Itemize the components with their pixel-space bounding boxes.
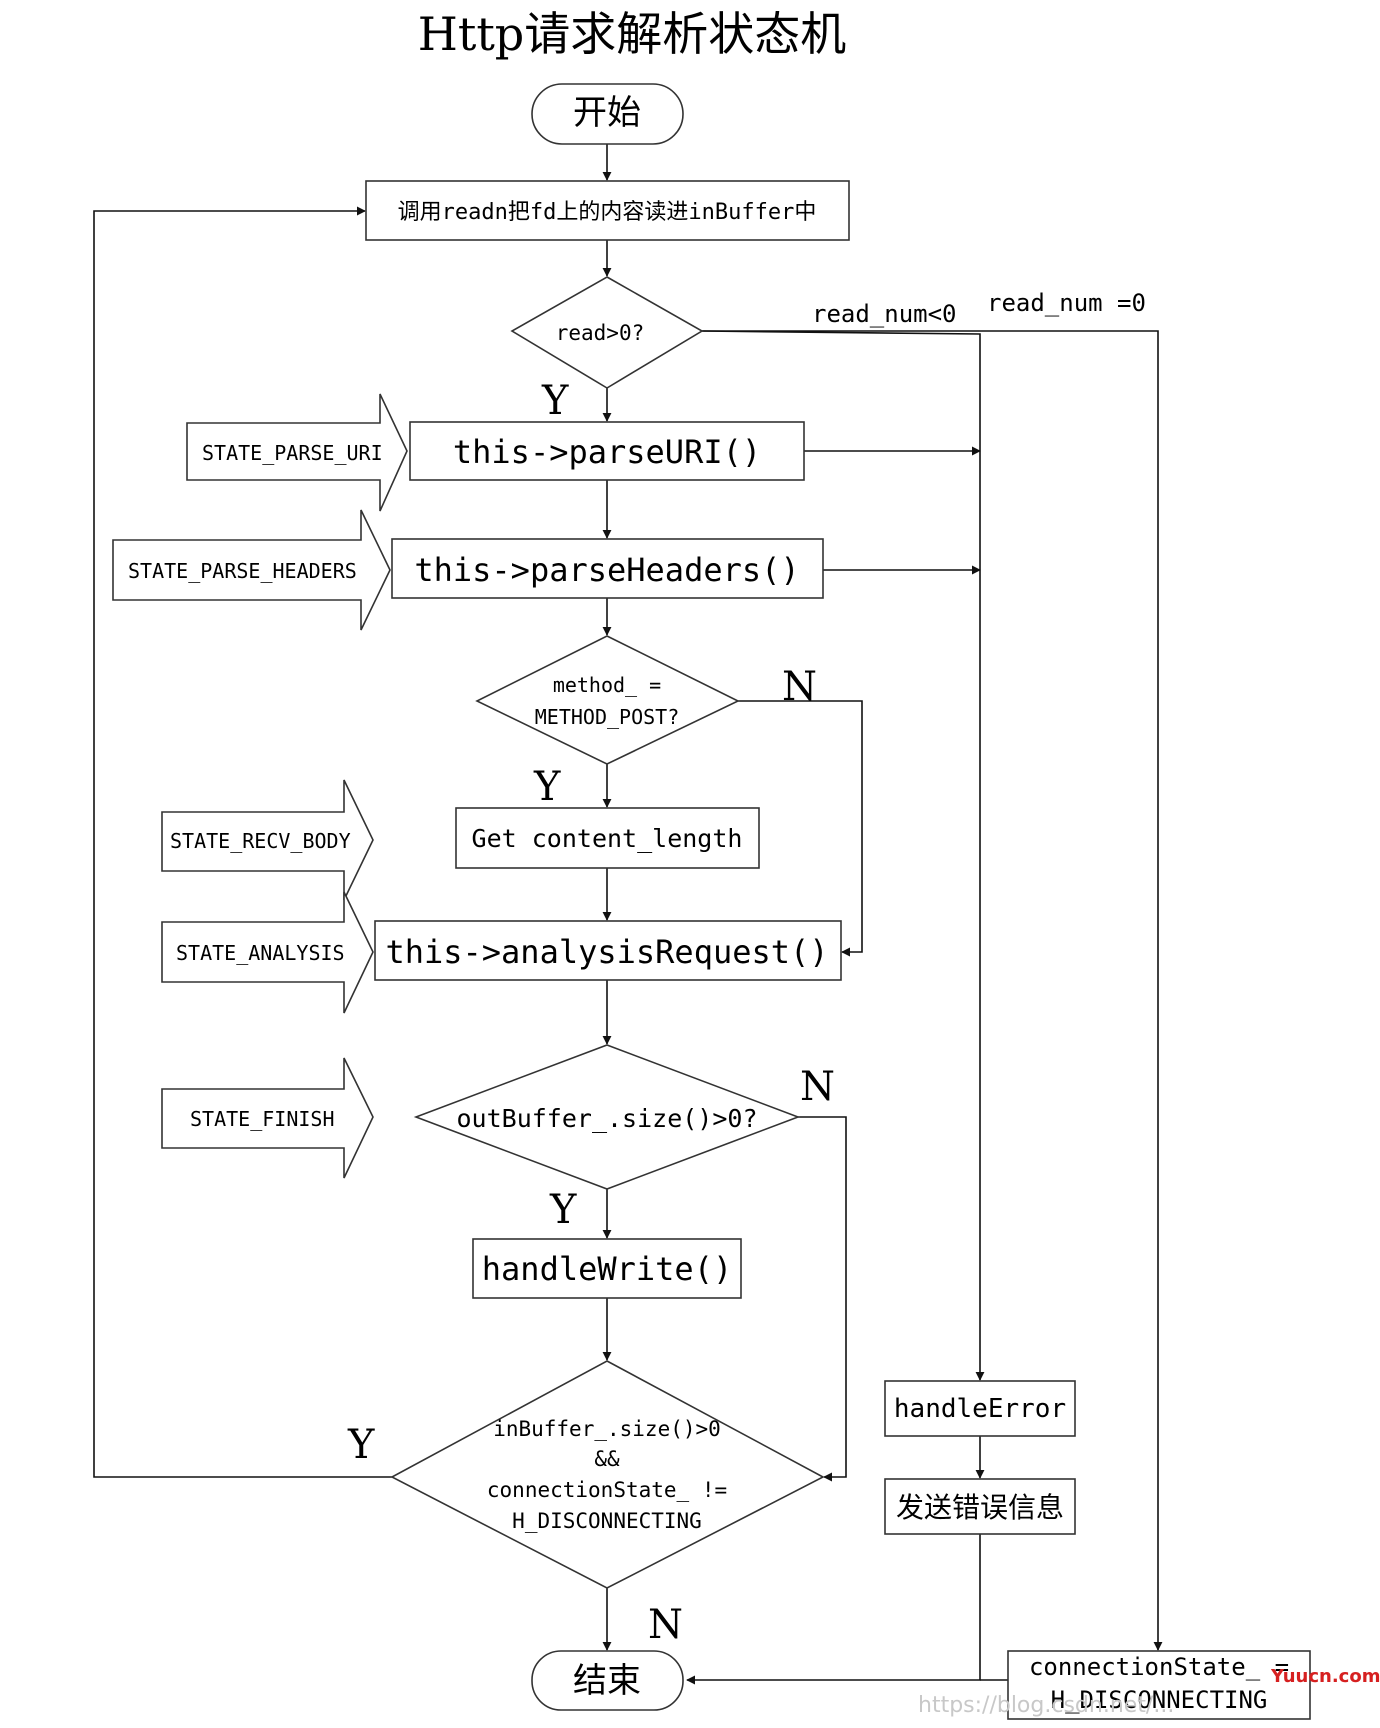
state-finish-label: STATE_FINISH [190, 1107, 335, 1131]
read-lt0-label: read_num<0 [812, 300, 957, 328]
set-disconnecting-step: connectionState_ = H_DISCONNECTING [1007, 1650, 1311, 1720]
parse-uri-step: this->parseURI() [409, 421, 805, 481]
loop-check-line3: connectionState_ != [487, 1478, 727, 1502]
handle-error-label: handleError [894, 1394, 1066, 1424]
analysis-step: this->analysisRequest() [374, 920, 842, 981]
handle-error-step: handleError [884, 1380, 1076, 1437]
method-check-line2: METHOD_POST? [535, 705, 680, 729]
state-recv-body-label: STATE_RECV_BODY [170, 829, 351, 853]
loop-check-line1: inBuffer_.size()>0 [493, 1417, 721, 1441]
read-yes-label: Y [541, 378, 569, 424]
set-disconnecting-line1: connectionState_ = [1029, 1653, 1289, 1681]
read-check-label: read>0? [556, 321, 645, 345]
loop-yes-label: Y [347, 1422, 375, 1468]
state-parse-headers-label: STATE_PARSE_HEADERS [128, 559, 357, 583]
read-step: 调用readn把fd上的内容读进inBuffer中 [365, 180, 850, 241]
diagram-title: Http请求解析状态机 [418, 7, 847, 61]
read-step-label: 调用readn把fd上的内容读进inBuffer中 [398, 200, 817, 225]
handle-write-step: handleWrite() [472, 1238, 742, 1299]
start-label: 开始 [573, 93, 641, 133]
read-check-decision: read>0? [510, 276, 704, 389]
parse-headers-step: this->parseHeaders() [391, 538, 824, 599]
method-check-decision: method_ = METHOD_POST? [475, 635, 740, 765]
get-length-label: Get content_length [472, 824, 743, 853]
method-no-label: N [782, 664, 817, 710]
parse-headers-label: this->parseHeaders() [414, 551, 799, 589]
loop-check-line4: H_DISCONNECTING [512, 1509, 702, 1533]
connectors [93, 144, 1163, 1685]
end-node: 结束 [531, 1650, 684, 1711]
state-parse-uri-label: STATE_PARSE_URI [202, 441, 383, 465]
get-length-step: Get content_length [455, 807, 760, 869]
outbuffer-check-label: outBuffer_.size()>0? [456, 1104, 757, 1133]
outbuffer-yes-label: Y [549, 1187, 577, 1233]
method-yes-label: Y [533, 764, 561, 810]
outbuffer-no-label: N [800, 1064, 835, 1110]
send-error-step: 发送错误信息 [884, 1478, 1076, 1535]
loop-check-decision: inBuffer_.size()>0 && connectionState_ !… [390, 1360, 825, 1589]
outbuffer-check-decision: outBuffer_.size()>0? [413, 1044, 801, 1190]
state-arrow-recv-body: STATE_RECV_BODY [161, 779, 374, 901]
start-node: 开始 [531, 83, 684, 145]
state-arrow-finish: STATE_FINISH [161, 1057, 374, 1179]
loop-no-label: N [648, 1602, 683, 1648]
end-label: 结束 [573, 1661, 641, 1701]
state-arrow-parse-uri: STATE_PARSE_URI [186, 393, 408, 512]
set-disconnecting-line2: H_DISCONNECTING [1051, 1686, 1268, 1714]
read-eq0-label: read_num =0 [987, 289, 1146, 317]
method-check-line1: method_ = [553, 673, 661, 697]
state-arrow-parse-headers: STATE_PARSE_HEADERS [112, 509, 391, 631]
watermark-url: https://blog.csdn.net/... [918, 1693, 1174, 1718]
parse-uri-label: this->parseURI() [453, 433, 761, 471]
handle-write-label: handleWrite() [482, 1250, 732, 1288]
state-analysis-label: STATE_ANALYSIS [176, 941, 345, 965]
loop-check-line2: && [594, 1447, 620, 1471]
edge-labels: Y read_num<0 read_num =0 N Y N Y Y N [347, 289, 1146, 1648]
state-arrow-analysis: STATE_ANALYSIS [161, 891, 374, 1014]
watermark-brand: Yuucn.com [1270, 1666, 1380, 1687]
analysis-label: this->analysisRequest() [385, 933, 828, 971]
send-error-label: 发送错误信息 [896, 1491, 1064, 1524]
